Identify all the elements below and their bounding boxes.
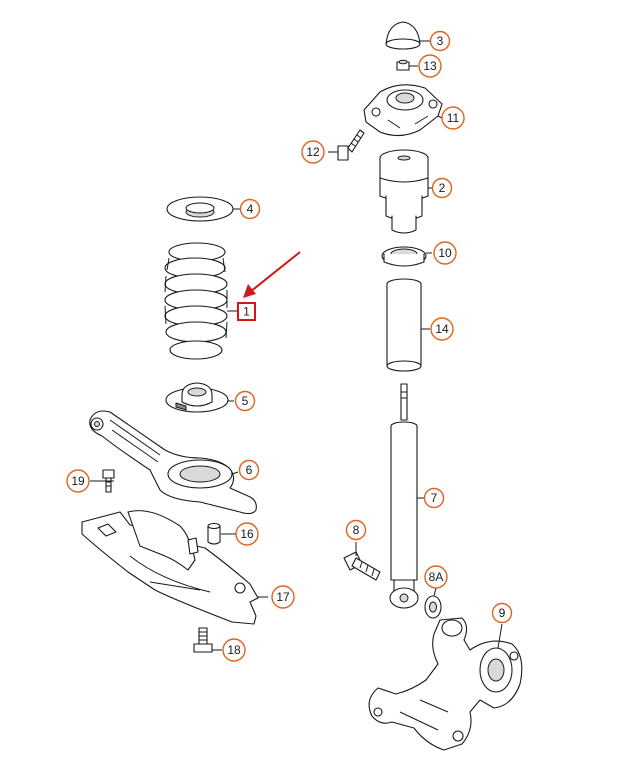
lower-spring-seat-part-5 [165, 382, 229, 413]
callout-3-label: 3 [437, 34, 444, 48]
callout-17-label: 17 [276, 590, 290, 604]
dust-cap-part-3 [385, 21, 421, 50]
callout-6-label: 6 [246, 463, 253, 477]
callout-4-label: 4 [247, 202, 254, 216]
callout-10-label: 10 [438, 246, 452, 260]
callout-2: 2 [431, 177, 453, 199]
bolt-part-18 [193, 627, 213, 653]
protective-cap-part-10 [381, 246, 427, 267]
shock-absorber-part-7 [389, 383, 419, 609]
callout-13-label: 13 [423, 59, 437, 73]
callout-1-label: 1 [243, 305, 250, 319]
upper-spring-seat-part-4 [166, 196, 234, 222]
bushing-part-16 [207, 522, 221, 545]
callout-19: 19 [66, 469, 90, 493]
callout-16: 16 [235, 522, 259, 546]
callout-4: 4 [239, 198, 261, 220]
callout-6: 6 [238, 459, 260, 481]
callout-8: 8 [345, 519, 367, 541]
callout-13: 13 [418, 54, 442, 78]
callout-9: 9 [491, 602, 513, 624]
callout-5-label: 5 [242, 394, 249, 408]
trailing-arm-part-6 [89, 410, 257, 515]
bump-stop-part-2 [379, 149, 429, 234]
callout-18-label: 18 [227, 643, 241, 657]
callout-7-label: 7 [431, 491, 438, 505]
callout-2-label: 2 [439, 181, 446, 195]
callout-5: 5 [234, 390, 256, 412]
highlight-arrow [243, 251, 301, 298]
callout-7: 7 [423, 487, 445, 509]
callout-12-label: 12 [306, 145, 320, 159]
bolt-part-12 [337, 129, 365, 161]
callout-19-label: 19 [71, 474, 85, 488]
callout-11-label: 11 [447, 111, 460, 125]
leader-lines [90, 40, 503, 651]
protective-sleeve-part-14 [386, 278, 422, 372]
callout-11: 11 [441, 106, 465, 130]
callout-17: 17 [271, 585, 295, 609]
callout-14: 14 [430, 317, 454, 341]
callout-12: 12 [301, 140, 325, 164]
callout-8-label: 8 [353, 523, 360, 537]
callout-14-label: 14 [435, 322, 449, 336]
callout-3: 3 [429, 30, 451, 52]
top-mount-part-11 [363, 84, 443, 137]
callout-18: 18 [222, 638, 246, 662]
nut-part-13 [396, 59, 410, 71]
callout-10: 10 [433, 241, 457, 265]
callout-8a-label: 8A [429, 570, 444, 584]
callout-8a: 8A [424, 565, 448, 589]
callout-16-label: 16 [240, 527, 254, 541]
wheel-bearing-housing-part-9 [368, 617, 523, 751]
bolt-part-8 [343, 551, 381, 581]
callout-9-label: 9 [499, 606, 506, 620]
guard-plate-part-17 [81, 510, 259, 625]
callout-1-highlighted: 1 [237, 302, 256, 321]
washer-part-8a [424, 595, 442, 619]
coil-spring-part-1 [164, 242, 228, 360]
